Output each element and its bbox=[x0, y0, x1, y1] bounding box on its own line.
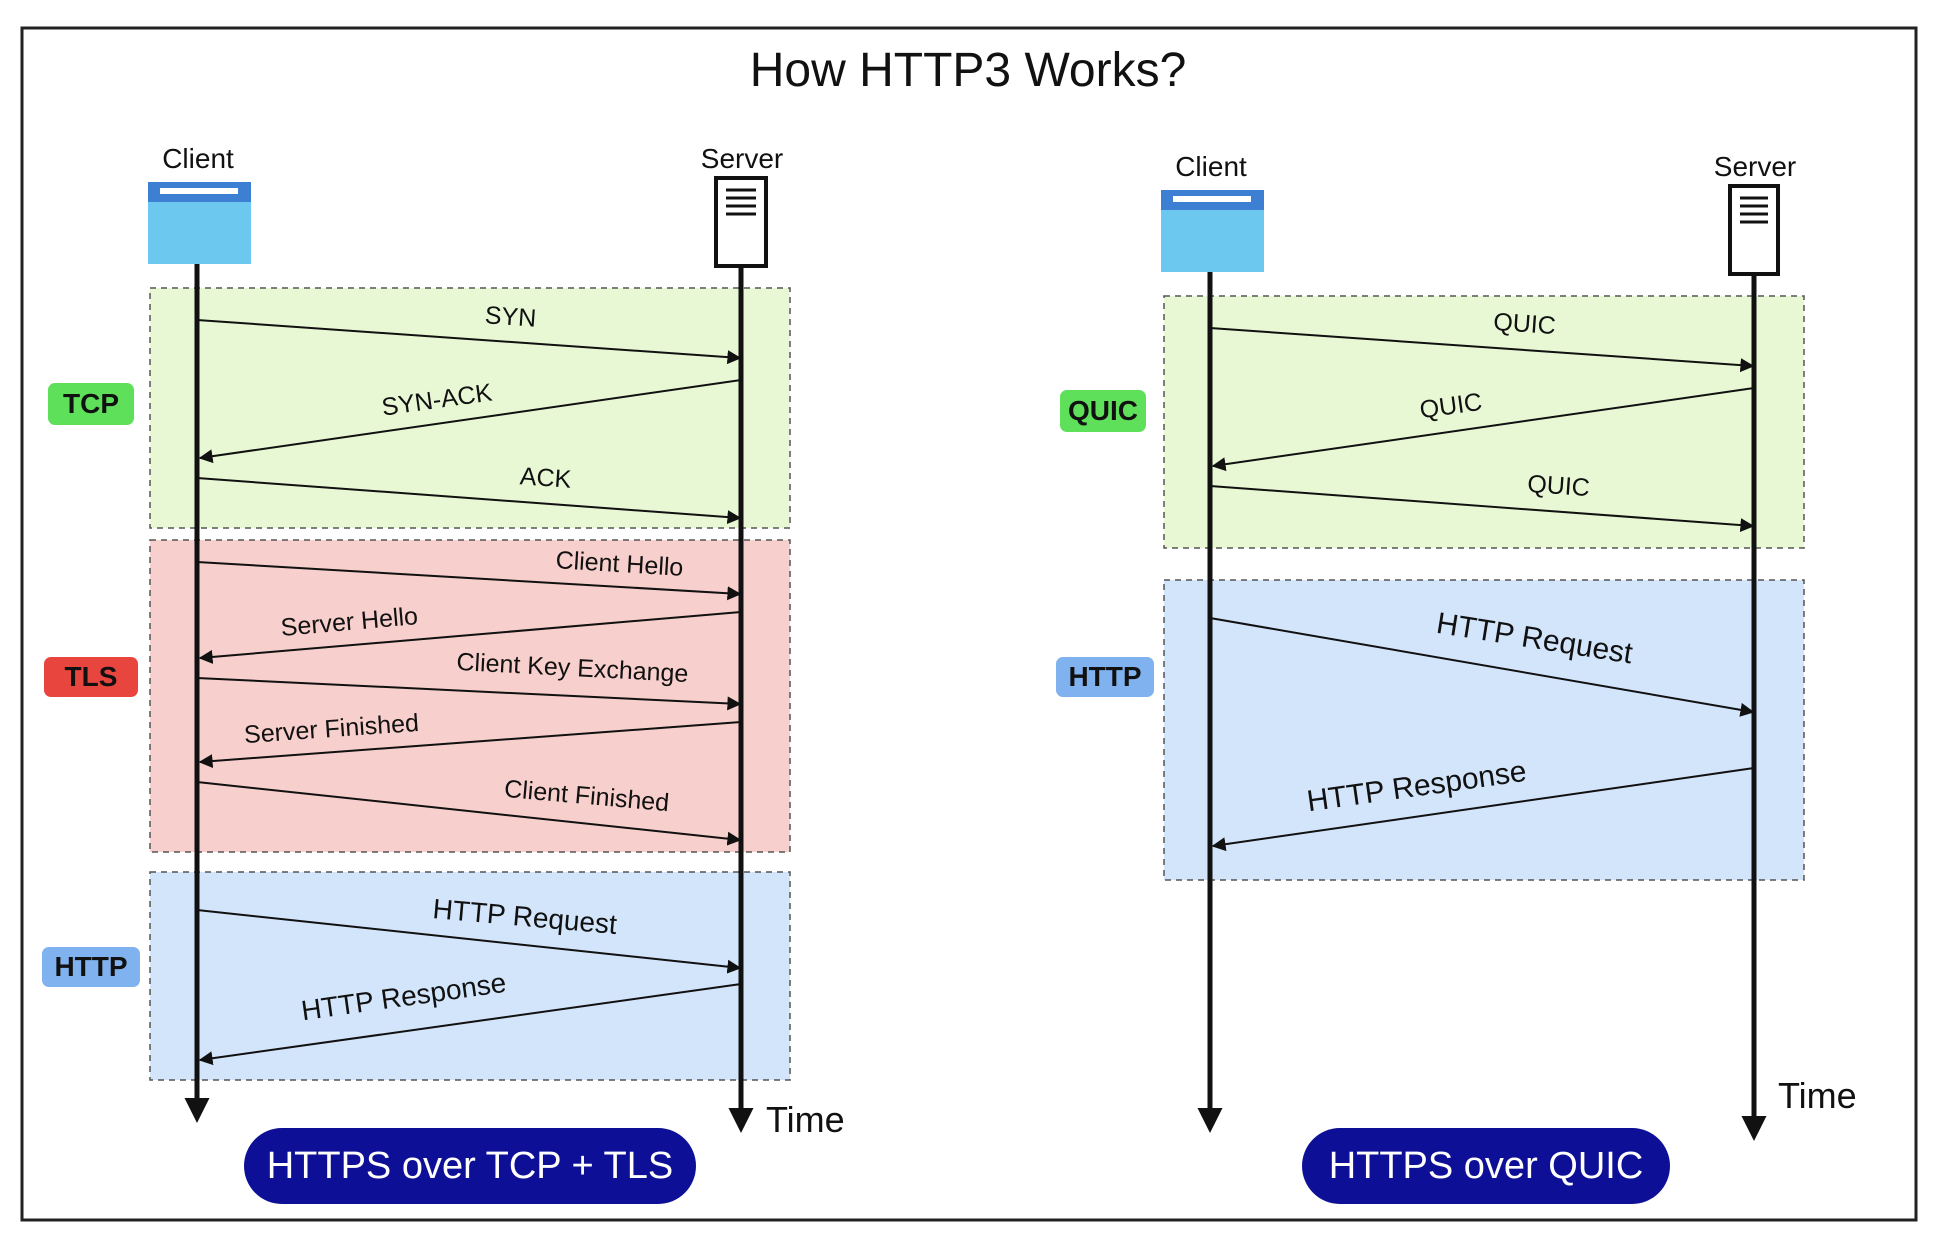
quic-phase-box bbox=[1163, 295, 1805, 549]
tcp-phase-box bbox=[149, 287, 791, 529]
http-phase-box bbox=[1163, 579, 1805, 881]
http-badge-label: HTTP bbox=[1068, 661, 1141, 692]
tls-badge-label: TLS bbox=[65, 661, 118, 692]
message-label: SYN bbox=[484, 301, 537, 333]
server-icon bbox=[714, 176, 768, 268]
tcp-badge-label: TCP bbox=[63, 388, 119, 419]
message-syn: SYN bbox=[196, 301, 742, 365]
message-quic-1: QUIC bbox=[1209, 308, 1755, 373]
right-footer-pill: HTTPS over QUIC bbox=[1302, 1128, 1670, 1204]
right-client-label: Client bbox=[1175, 151, 1247, 182]
http-phase-box bbox=[149, 871, 791, 1081]
left-client-label: Client bbox=[162, 143, 234, 174]
left-panel: TCP TLS HTTP Client Server Time bbox=[42, 143, 845, 1204]
right-server-label: Server bbox=[1714, 151, 1796, 182]
quic-badge-label: QUIC bbox=[1068, 395, 1138, 426]
right-panel: QUIC HTTP Client Server Time QUIC bbox=[1056, 151, 1857, 1204]
message-label: ACK bbox=[519, 462, 573, 494]
message-quic-3: QUIC bbox=[1209, 470, 1755, 533]
tls-phase-box bbox=[149, 539, 791, 853]
http-badge: HTTP bbox=[1056, 657, 1154, 697]
client-browser-icon bbox=[1161, 190, 1264, 272]
right-time-label: Time bbox=[1778, 1075, 1857, 1116]
right-footer-label: HTTPS over QUIC bbox=[1329, 1145, 1644, 1187]
client-browser-icon bbox=[148, 182, 251, 264]
quic-badge: QUIC bbox=[1060, 390, 1146, 432]
http-badge: HTTP bbox=[42, 947, 140, 987]
tcp-badge: TCP bbox=[48, 383, 134, 425]
message-client-hello: Client Hello bbox=[196, 546, 742, 601]
message-ack: ACK bbox=[196, 462, 742, 525]
message-label: QUIC bbox=[1526, 470, 1590, 502]
http-badge-label: HTTP bbox=[54, 951, 127, 982]
left-footer-label: HTTPS over TCP + TLS bbox=[267, 1145, 674, 1187]
left-time-label: Time bbox=[766, 1099, 845, 1140]
message-label: QUIC bbox=[1492, 308, 1556, 340]
left-footer-pill: HTTPS over TCP + TLS bbox=[244, 1128, 696, 1204]
tls-badge: TLS bbox=[44, 657, 138, 697]
left-server-label: Server bbox=[701, 143, 783, 174]
diagram-title: How HTTP3 Works? bbox=[750, 44, 1187, 97]
server-icon bbox=[1728, 184, 1780, 276]
